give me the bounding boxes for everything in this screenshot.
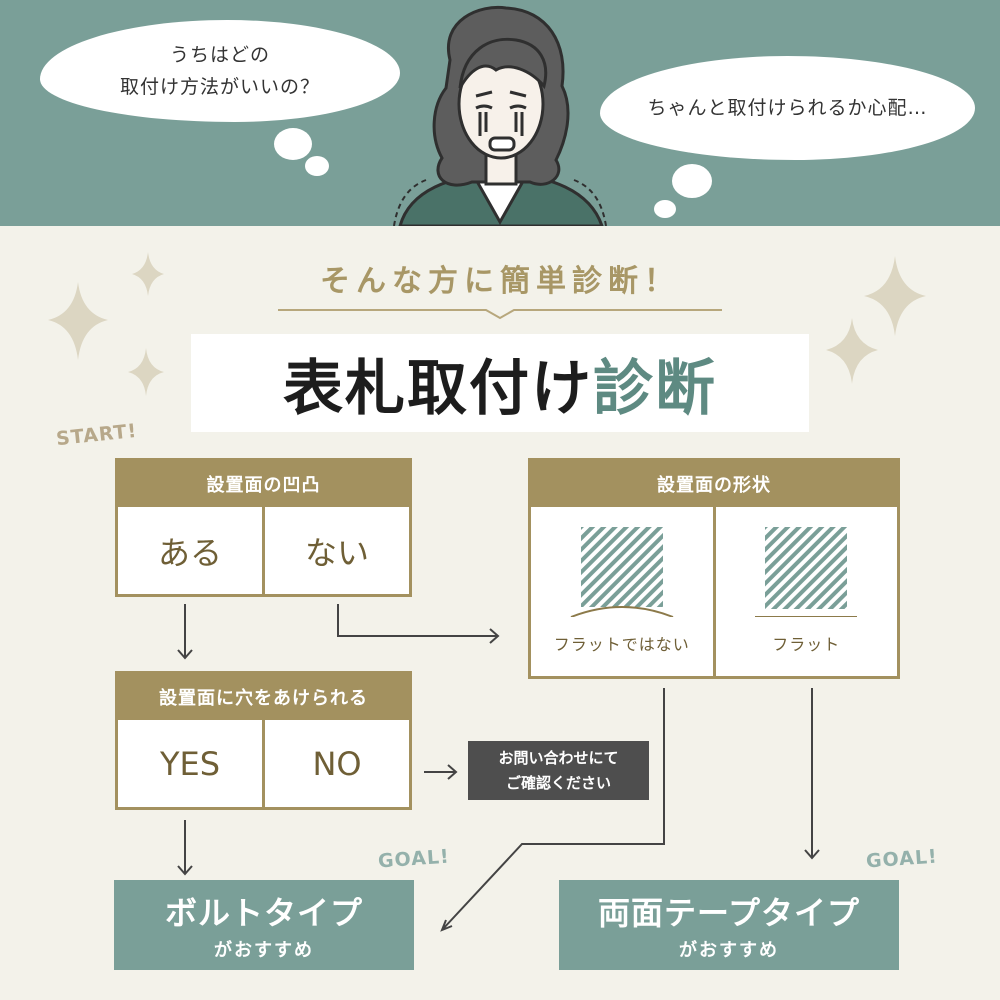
thought-dot <box>654 200 676 218</box>
question-surface-shape: 設置面の形状 フラットではない <box>528 458 900 679</box>
option-no-drill[interactable]: NO <box>262 720 409 807</box>
title-banner: 表札取付け診断 <box>191 334 809 432</box>
option-yes-drill[interactable]: YES <box>159 744 221 783</box>
title-accent: 診断 <box>593 353 717 424</box>
shape-label: フラット <box>772 635 841 654</box>
question-surface-unevenness: 設置面の凹凸 ある ない <box>115 458 412 597</box>
option-flat[interactable]: フラット <box>712 507 898 676</box>
flat-surface-icon <box>755 527 858 617</box>
question-heading: 設置面の凹凸 <box>118 461 409 507</box>
question-can-drill: 設置面に穴をあけられる YES NO <box>115 671 412 810</box>
title-main: 表札取付け <box>283 353 593 424</box>
thought-bubble-right: ちゃんと取付けられるか心配… <box>600 56 975 160</box>
contact-notice: お問い合わせにて ご確認ください <box>468 741 649 800</box>
thought-bubble-left-text: うちはどの 取付け方法がいいの？ <box>119 44 320 98</box>
option-not-flat[interactable]: フラットではない <box>531 507 713 676</box>
result-subtitle: がおすすめ <box>214 940 314 961</box>
question-heading: 設置面に穴をあけられる <box>118 674 409 720</box>
result-tape-type: 両面テープタイプ がおすすめ <box>559 880 899 970</box>
thought-bubble-right-text: ちゃんと取付けられるか心配… <box>647 97 928 119</box>
option-yes-uneven[interactable]: ある <box>157 533 222 572</box>
thought-dot <box>672 164 712 198</box>
curved-surface-icon <box>570 527 674 617</box>
question-heading: 設置面の形状 <box>531 461 897 507</box>
subtitle-underline <box>278 309 722 320</box>
thought-bubble-left: うちはどの 取付け方法がいいの？ <box>40 20 400 122</box>
header-band: うちはどの 取付け方法がいいの？ ちゃんと取付けられるか心配… <box>0 0 1000 226</box>
result-title: 両面テープタイプ <box>597 894 861 932</box>
worried-woman-illustration <box>393 5 607 226</box>
result-subtitle: がおすすめ <box>679 940 779 961</box>
shape-label: フラットではない <box>553 635 690 654</box>
thought-dot <box>305 156 329 176</box>
result-title: ボルトタイプ <box>164 894 363 932</box>
subtitle: そんな方に簡単診断！ <box>320 264 680 299</box>
thought-dot <box>274 128 312 160</box>
result-bolt-type: ボルトタイプ がおすすめ <box>114 880 414 970</box>
option-no-uneven[interactable]: ない <box>262 507 409 594</box>
